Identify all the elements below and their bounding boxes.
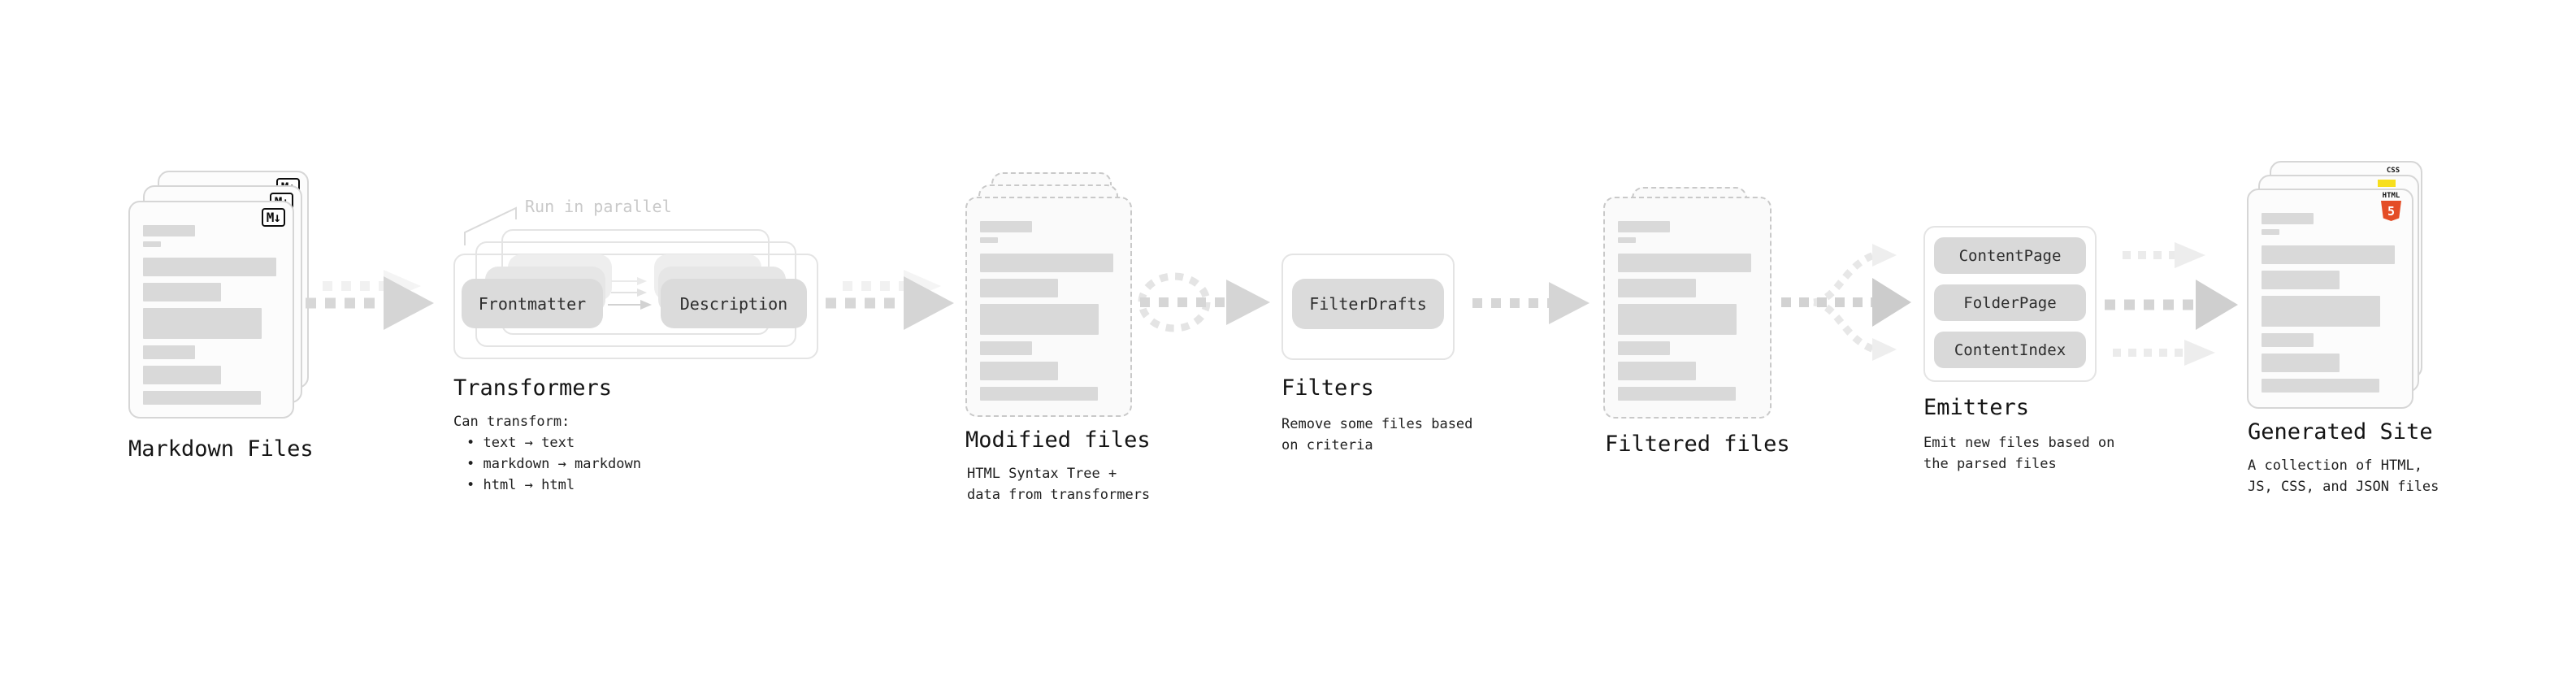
skeleton-bar — [1618, 279, 1696, 297]
skeleton-bar — [2262, 379, 2379, 393]
skeleton-bar — [143, 241, 161, 247]
skeleton-bar — [143, 345, 195, 359]
diverge-arrow-icon — [1781, 244, 1911, 361]
filterdrafts-pill: FilterDrafts — [1292, 279, 1444, 329]
stage-filtered-files: Filtered files — [1603, 172, 1815, 481]
js-badge-icon — [2378, 180, 2396, 187]
desc-line: JS, CSS, and JSON files — [2248, 479, 2439, 495]
stage-filters: FilterDrafts Filters Remove some files b… — [1281, 254, 1493, 497]
skeleton-bar — [143, 225, 195, 236]
file-skeleton — [1605, 198, 1770, 401]
skeleton-bar — [143, 283, 221, 301]
skeleton-bar — [143, 258, 276, 276]
skeleton-bar — [1618, 362, 1696, 380]
parallel-arrows-icon — [2105, 242, 2238, 366]
file-card — [1603, 197, 1772, 419]
skeleton-bar — [2262, 354, 2340, 372]
stage-label: Emitters — [1923, 395, 2030, 420]
parallel-mini-arrows-icon — [608, 277, 652, 310]
desc-line: • markdown → markdown — [466, 456, 641, 472]
stage-description: Emit new files based on the parsed files — [1923, 432, 2114, 475]
skeleton-bar — [980, 254, 1113, 272]
desc-line: • html → html — [466, 477, 575, 493]
skeleton-bar — [143, 308, 262, 339]
skeleton-bar — [1618, 221, 1670, 232]
stage-description: HTML Syntax Tree + data from transformer… — [967, 463, 1150, 505]
skeleton-bar — [2262, 229, 2279, 235]
skeleton-bar — [1618, 254, 1751, 272]
skeleton-bar — [2262, 296, 2380, 327]
flow-arrow-icon — [1472, 282, 1589, 324]
skeleton-bar — [980, 221, 1032, 232]
markdown-logo-icon: M↓ — [261, 208, 285, 227]
skeleton-bar — [980, 237, 998, 243]
stage-label: Filtered files — [1605, 432, 1790, 457]
stage-label: Filters — [1281, 375, 1374, 401]
file-card: HTML 5 — [2247, 189, 2413, 409]
skeleton-bar — [2262, 245, 2395, 264]
skeleton-bar — [2262, 271, 2340, 289]
stage-description: A collection of HTML, JS, CSS, and JSON … — [2248, 455, 2439, 497]
skeleton-bar — [980, 279, 1058, 297]
stage-modified-files: Modified files HTML Syntax Tree + data f… — [965, 172, 1177, 514]
file-skeleton — [130, 202, 293, 405]
description-pill: Description — [661, 279, 807, 328]
stage-markdown-files: M↓ M↓ M↓ Markdown Files — [128, 171, 340, 496]
contentpage-pill: ContentPage — [1934, 237, 2086, 274]
skeleton-bar — [1618, 387, 1736, 401]
skeleton-bar — [980, 341, 1032, 355]
contentindex-pill: ContentIndex — [1934, 332, 2086, 368]
transformer-box — [453, 254, 818, 359]
skeleton-bar — [143, 366, 221, 384]
desc-line: data from transformers — [967, 487, 1151, 503]
stage-description: Can transform: • text → text • markdown … — [453, 411, 641, 496]
skeleton-bar — [1618, 304, 1737, 335]
stage-generated-site: CSS HTML 5 Generated Site — [2247, 161, 2491, 502]
desc-line: A collection of HTML, — [2248, 458, 2422, 474]
annotation-leader-line — [464, 206, 517, 245]
stage-label: Modified files — [965, 427, 1151, 453]
frontmatter-pill: Frontmatter — [462, 279, 603, 328]
skeleton-bar — [1618, 237, 1636, 243]
stage-label: Generated Site — [2248, 419, 2433, 445]
stage-transformers: Run in parallel Frontmatter Description … — [453, 195, 843, 520]
file-skeleton — [967, 198, 1130, 401]
desc-line: HTML Syntax Tree + — [967, 466, 1117, 482]
desc-line: Can transform: — [453, 414, 570, 430]
file-card: M↓ — [128, 201, 294, 419]
skeleton-bar — [2262, 213, 2314, 224]
flow-arrow-icon — [826, 270, 954, 330]
file-skeleton — [2249, 190, 2412, 393]
folderpage-pill: FolderPage — [1934, 284, 2086, 321]
skeleton-bar — [980, 304, 1099, 335]
run-in-parallel-note: Run in parallel — [525, 197, 672, 216]
file-card — [965, 197, 1132, 417]
skeleton-bar — [1618, 341, 1670, 355]
desc-line: the parsed files — [1923, 456, 2057, 472]
desc-line: Remove some files based — [1281, 416, 1473, 432]
skeleton-bar — [2262, 333, 2314, 347]
stage-label: Transformers — [453, 375, 613, 401]
flow-arrow-icon — [306, 270, 434, 330]
skeleton-bar — [143, 391, 261, 405]
desc-line: • text → text — [466, 435, 575, 451]
html5-icon: HTML 5 — [2380, 193, 2402, 221]
skeleton-bar — [980, 362, 1058, 380]
stage-label: Markdown Files — [128, 436, 314, 462]
skeleton-bar — [980, 387, 1098, 401]
stage-emitters: ContentPage FolderPage ContentIndex Emit… — [1923, 226, 2167, 494]
stage-description: Remove some files based on criteria — [1281, 414, 1472, 456]
desc-line: on criteria — [1281, 437, 1373, 453]
desc-line: Emit new files based on — [1923, 435, 2115, 451]
converge-arrow-icon — [1138, 272, 1270, 332]
